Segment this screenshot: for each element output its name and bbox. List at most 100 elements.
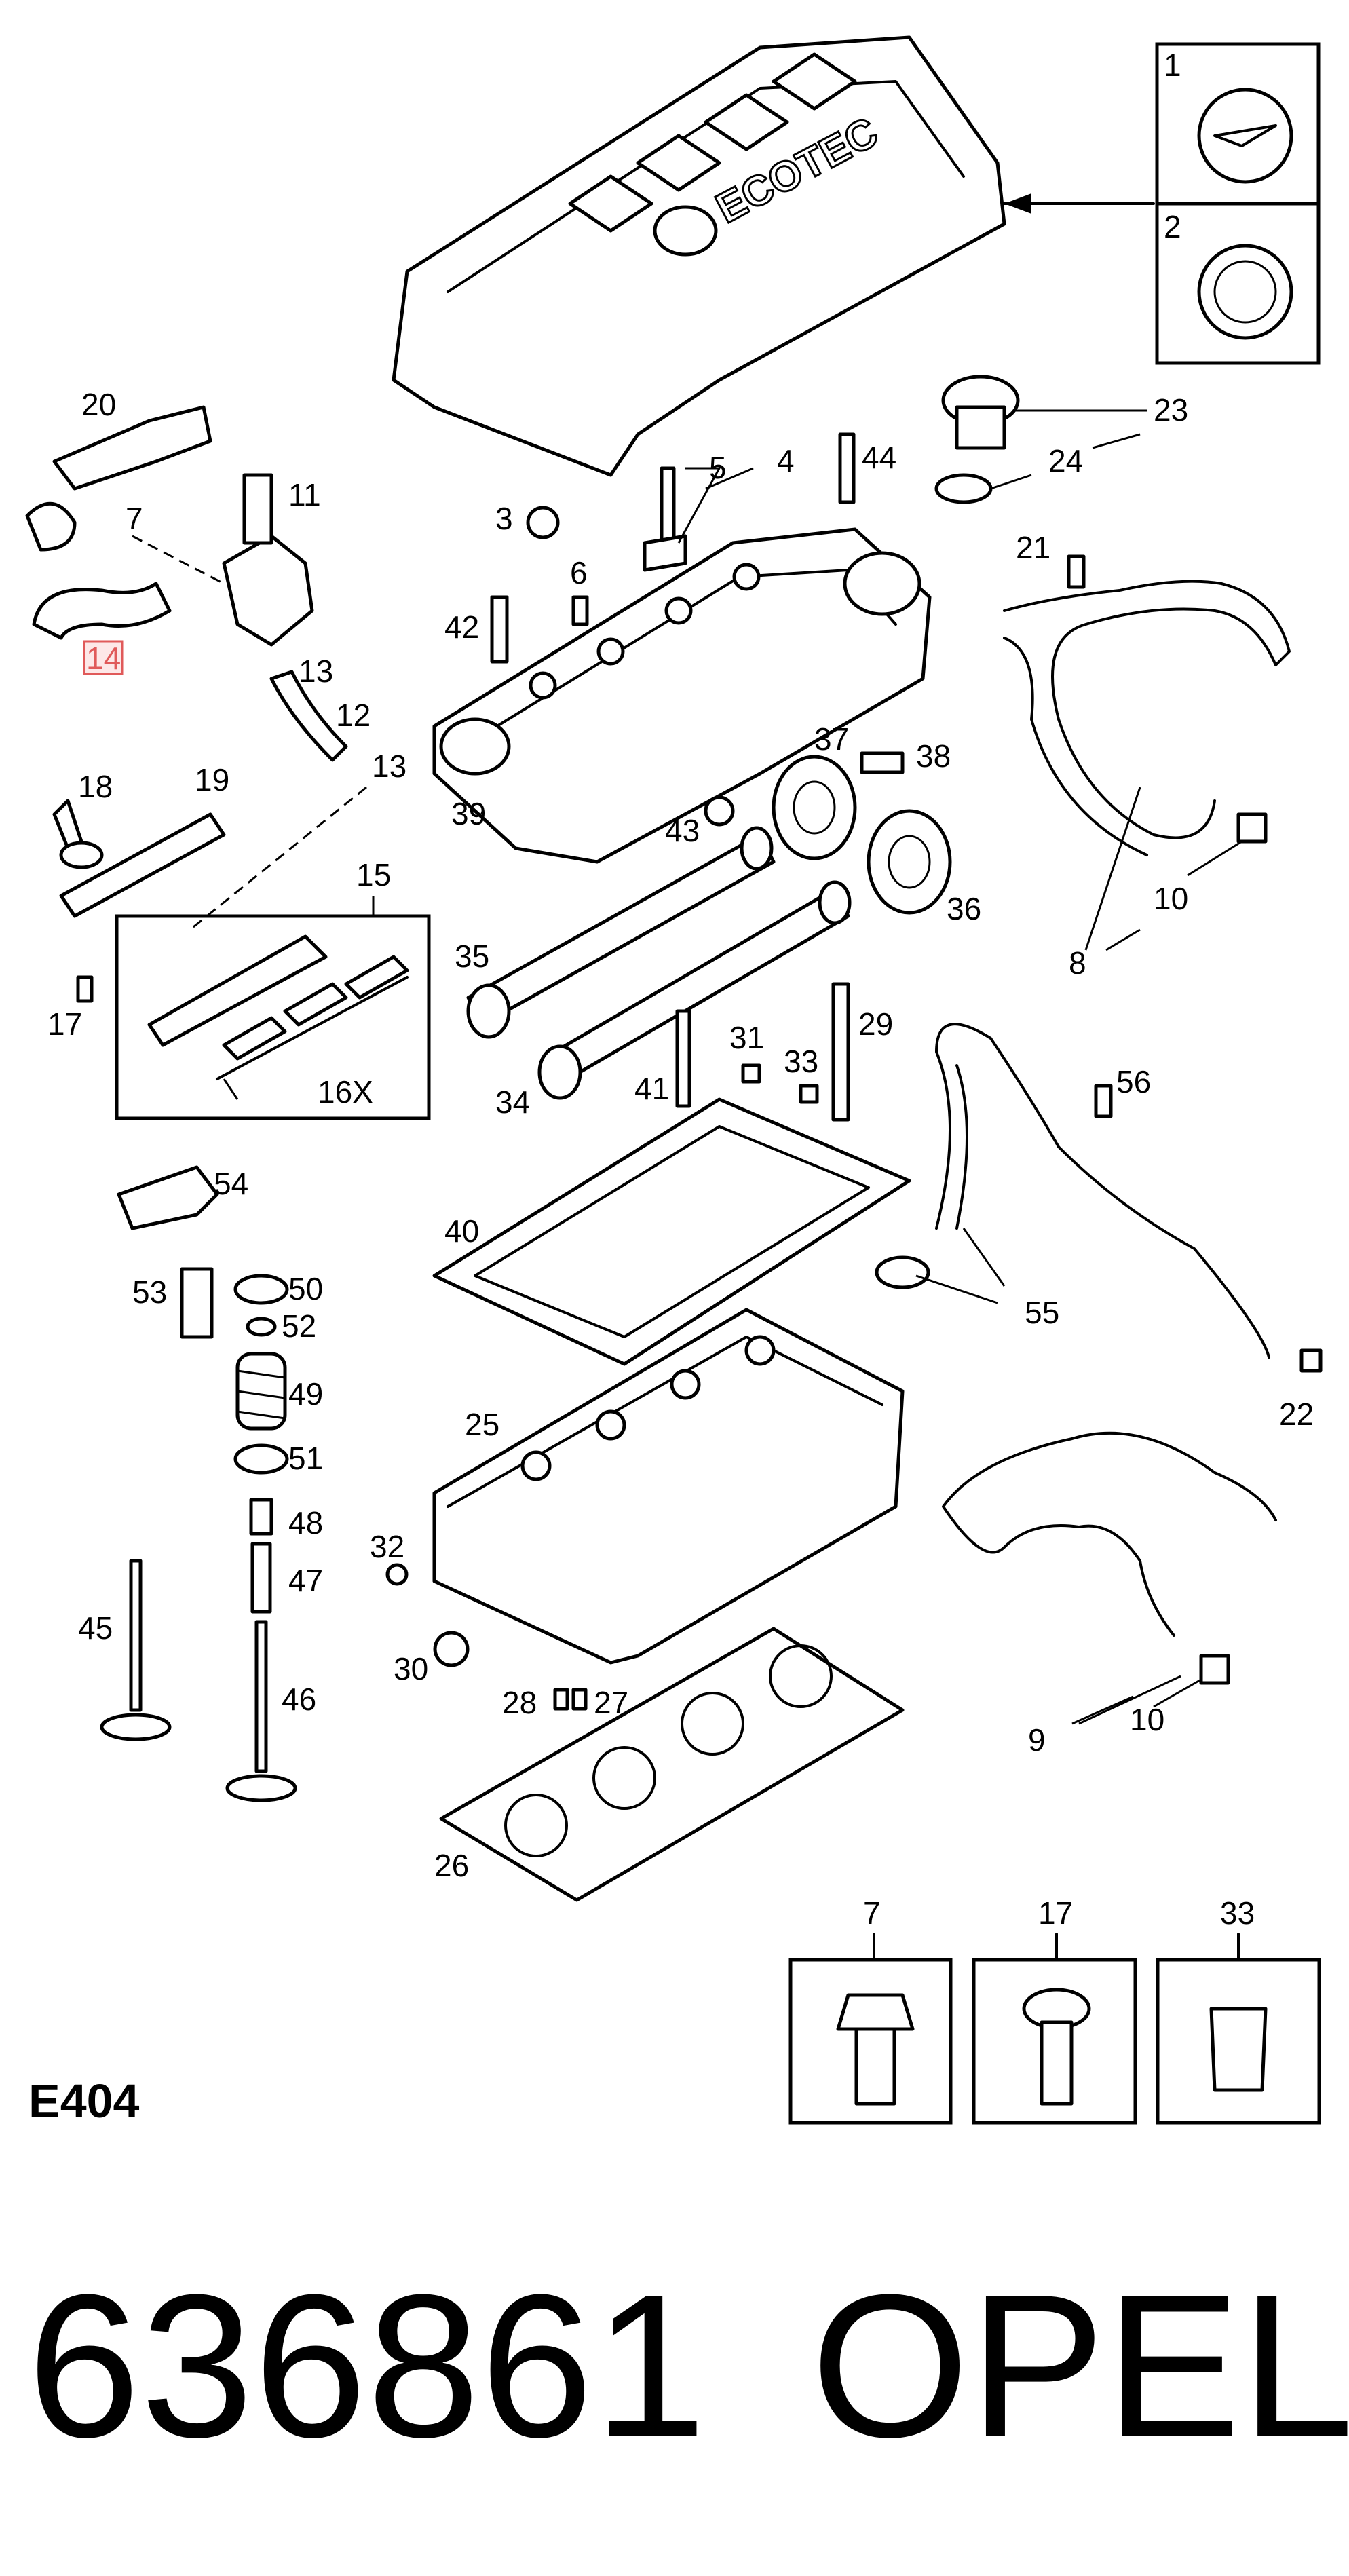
callout-52: 52 bbox=[282, 1308, 316, 1344]
detail-box-17 bbox=[972, 1933, 1137, 2125]
opel-logo-icon bbox=[1213, 124, 1277, 147]
plug-icon bbox=[1209, 2007, 1268, 2092]
head-gasket-26 bbox=[439, 1627, 905, 1902]
camshaft-35 bbox=[466, 826, 776, 1039]
hose-9 bbox=[942, 1431, 1277, 1637]
callout-14: 14 bbox=[86, 641, 121, 676]
callout-15: 15 bbox=[356, 857, 391, 892]
callout-7: 7 bbox=[126, 501, 143, 536]
bolt-38 bbox=[860, 751, 905, 774]
bolt-44 bbox=[838, 432, 856, 504]
callout-25: 25 bbox=[465, 1407, 499, 1442]
emblem-box bbox=[1003, 42, 1320, 365]
plug-31 bbox=[741, 1063, 761, 1084]
callout-16x: 16X bbox=[318, 1074, 373, 1110]
callout-34: 34 bbox=[495, 1084, 530, 1120]
callout-45: 45 bbox=[78, 1610, 113, 1646]
bracket-4 bbox=[643, 534, 687, 572]
plug-32 bbox=[385, 1563, 408, 1586]
bolt-21 bbox=[1067, 554, 1086, 589]
callout-51: 51 bbox=[288, 1441, 323, 1476]
callout-24: 24 bbox=[1048, 443, 1083, 478]
callout-46: 46 bbox=[282, 1682, 316, 1717]
bolt-17 bbox=[76, 975, 94, 1003]
oil-cap-23 bbox=[941, 375, 1020, 450]
callout-20: 20 bbox=[81, 387, 116, 422]
detail-label-33: 33 bbox=[1220, 1895, 1255, 1931]
callout-32: 32 bbox=[370, 1529, 404, 1564]
spring-49 bbox=[235, 1352, 287, 1431]
callout-42: 42 bbox=[444, 609, 479, 645]
callout-53: 53 bbox=[132, 1274, 167, 1310]
callout-44: 44 bbox=[862, 440, 896, 475]
callout-8: 8 bbox=[1069, 945, 1086, 981]
callout-37: 37 bbox=[814, 721, 849, 757]
callout-5: 5 bbox=[709, 450, 727, 485]
callout-18: 18 bbox=[78, 769, 113, 804]
clamp-10a bbox=[1236, 812, 1268, 844]
stud-5 bbox=[660, 466, 676, 545]
dowel-27 bbox=[571, 1688, 588, 1711]
flange-19 bbox=[59, 812, 226, 918]
bolt-29 bbox=[831, 982, 850, 1122]
callout-36: 36 bbox=[947, 891, 981, 926]
callout-47: 47 bbox=[288, 1563, 323, 1598]
callout-6: 6 bbox=[570, 555, 588, 590]
callout-29: 29 bbox=[858, 1006, 893, 1042]
callout-41: 41 bbox=[634, 1071, 669, 1106]
camshaft-34 bbox=[537, 880, 852, 1100]
callout-33: 33 bbox=[784, 1044, 818, 1079]
washer-43 bbox=[704, 795, 735, 827]
camshaft-housing bbox=[432, 527, 932, 864]
clamp-10b bbox=[1199, 1654, 1230, 1685]
callout-38: 38 bbox=[916, 738, 951, 774]
vauxhall-logo-icon bbox=[1213, 260, 1277, 324]
seal-48 bbox=[249, 1498, 273, 1536]
callout-3: 3 bbox=[495, 501, 513, 536]
callout-54: 54 bbox=[214, 1166, 248, 1201]
callout-17: 17 bbox=[48, 1006, 82, 1042]
callout-27: 27 bbox=[594, 1685, 628, 1720]
callout-55: 55 bbox=[1025, 1295, 1059, 1330]
callouts: 1 2 3 4 5 6 7 8 9 10 10 11 12 13 13 14 1… bbox=[48, 48, 1314, 1931]
callout-43: 43 bbox=[665, 813, 700, 848]
engine-cover: ECOTEC bbox=[392, 35, 1006, 477]
detail-label-17: 17 bbox=[1038, 1895, 1073, 1931]
hose-55 bbox=[935, 1023, 1270, 1359]
callout-12: 12 bbox=[336, 698, 370, 733]
cylinder-head-25 bbox=[432, 1308, 905, 1665]
hose-12 bbox=[269, 670, 348, 762]
guide-47 bbox=[250, 1542, 272, 1614]
valve-45 bbox=[100, 1559, 172, 1741]
bracket-20 bbox=[52, 405, 212, 491]
hose-14 bbox=[32, 582, 172, 640]
bolt-6 bbox=[571, 595, 589, 626]
assembly-line-13 bbox=[189, 786, 367, 931]
callout-39: 39 bbox=[451, 796, 486, 831]
callout-22: 22 bbox=[1279, 1397, 1314, 1432]
callout-31: 31 bbox=[729, 1020, 764, 1055]
pipe-18 bbox=[52, 799, 104, 869]
cam-gear-36 bbox=[867, 809, 952, 915]
leader-lines bbox=[223, 409, 1242, 1725]
plug-22 bbox=[1299, 1348, 1323, 1373]
callout-9: 9 bbox=[1028, 1722, 1046, 1758]
connector-clip bbox=[25, 501, 77, 552]
callout-4: 4 bbox=[777, 443, 795, 478]
rocker-arm-54 bbox=[117, 1165, 219, 1230]
callout-1: 1 bbox=[1164, 48, 1181, 83]
valve-46 bbox=[225, 1620, 297, 1802]
callout-40: 40 bbox=[444, 1213, 479, 1249]
detail-box-33 bbox=[1156, 1933, 1321, 2125]
callout-21: 21 bbox=[1016, 530, 1050, 565]
callout-23: 23 bbox=[1154, 392, 1188, 428]
assembly-line-7 bbox=[132, 535, 225, 585]
plug-33 bbox=[799, 1084, 819, 1104]
diagram-code: E404 bbox=[28, 2075, 140, 2127]
keeper-52 bbox=[246, 1317, 277, 1337]
callout-50: 50 bbox=[288, 1271, 323, 1306]
box-15 bbox=[115, 914, 431, 1120]
callout-19: 19 bbox=[195, 762, 229, 797]
dowel-28 bbox=[553, 1688, 569, 1711]
thermostat-housing-11 bbox=[222, 473, 314, 647]
